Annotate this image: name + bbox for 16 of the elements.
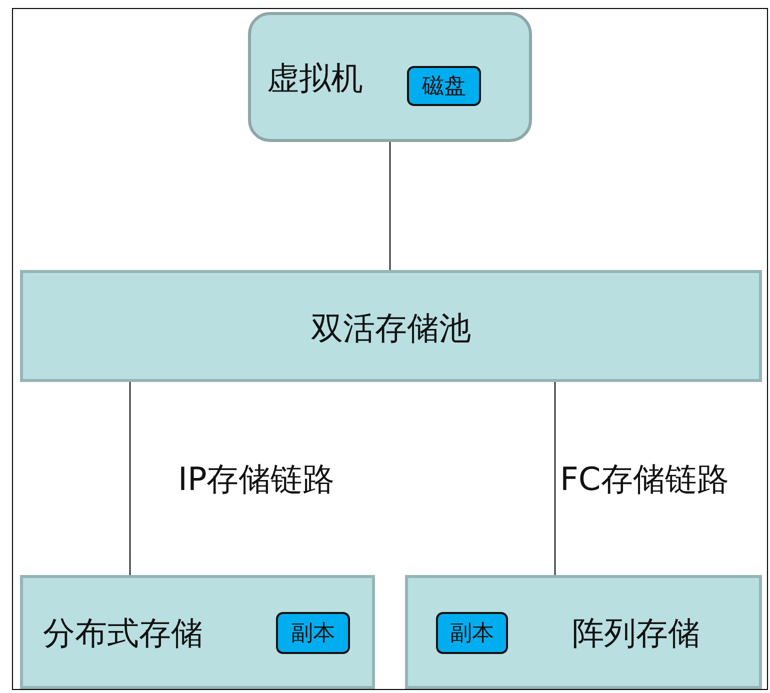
process-box: [20, 575, 375, 689]
node-text: 阵列存储: [572, 616, 700, 652]
connector-line: [554, 382, 556, 575]
tag-badge: 副本: [436, 612, 508, 654]
node-text: 分布式存储: [43, 616, 203, 652]
node-text: 虚拟机: [267, 61, 363, 96]
rounded-box: [248, 12, 532, 142]
process-box: [405, 575, 762, 689]
tag-badge: 磁盘: [407, 66, 481, 106]
tag-badge: 副本: [276, 612, 350, 654]
edge-label: IP存储链路: [178, 462, 335, 498]
edge-label: FC存储链路: [560, 462, 729, 498]
connector-line: [389, 142, 391, 270]
connector-line: [129, 382, 131, 575]
process-box: [20, 270, 762, 382]
node-text: 双活存储池: [310, 311, 472, 346]
